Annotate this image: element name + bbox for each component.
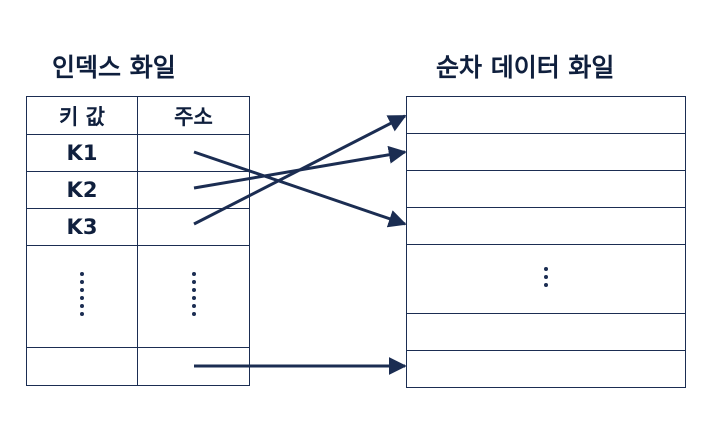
- record-row: [406, 350, 686, 388]
- address-cell: [137, 347, 250, 386]
- key-ellipsis-cell: [26, 245, 138, 348]
- record-cell: [406, 96, 686, 134]
- index-header-row: 키 값 주소: [26, 96, 250, 135]
- address-cell: [137, 134, 250, 172]
- address-cell: [137, 208, 250, 246]
- address-cell: [137, 171, 250, 209]
- address-header: 주소: [137, 96, 250, 135]
- record-row: [406, 133, 686, 171]
- key-cell: K3: [26, 208, 138, 246]
- vertical-ellipsis-icon: [191, 272, 196, 316]
- sequential-file-title: 순차 데이터 화일: [436, 53, 615, 82]
- record-cell: [406, 170, 686, 208]
- sequential-table: [406, 96, 686, 388]
- key-cell: K1: [26, 134, 138, 172]
- record-ellipsis-row: [406, 244, 686, 314]
- record-cell: [406, 313, 686, 351]
- index-ellipsis-row: [26, 245, 250, 348]
- record-row: [406, 207, 686, 245]
- index-row-last: [26, 347, 250, 386]
- record-cell: [406, 207, 686, 245]
- index-file-title: 인덱스 화일: [52, 53, 176, 82]
- record-cell: [406, 133, 686, 171]
- vertical-ellipsis-icon: [544, 267, 548, 287]
- record-row: [406, 170, 686, 208]
- record-row: [406, 96, 686, 134]
- record-ellipsis-cell: [406, 244, 686, 314]
- index-row: K1: [26, 134, 250, 172]
- index-table: 키 값 주소 K1 K2 K3: [26, 96, 250, 386]
- address-ellipsis-cell: [137, 245, 250, 348]
- key-cell: [26, 347, 138, 386]
- key-header: 키 값: [26, 96, 138, 135]
- record-cell: [406, 350, 686, 388]
- index-row: K2: [26, 171, 250, 209]
- record-row: [406, 313, 686, 351]
- vertical-ellipsis-icon: [80, 272, 84, 316]
- index-row: K3: [26, 208, 250, 246]
- key-cell: K2: [26, 171, 138, 209]
